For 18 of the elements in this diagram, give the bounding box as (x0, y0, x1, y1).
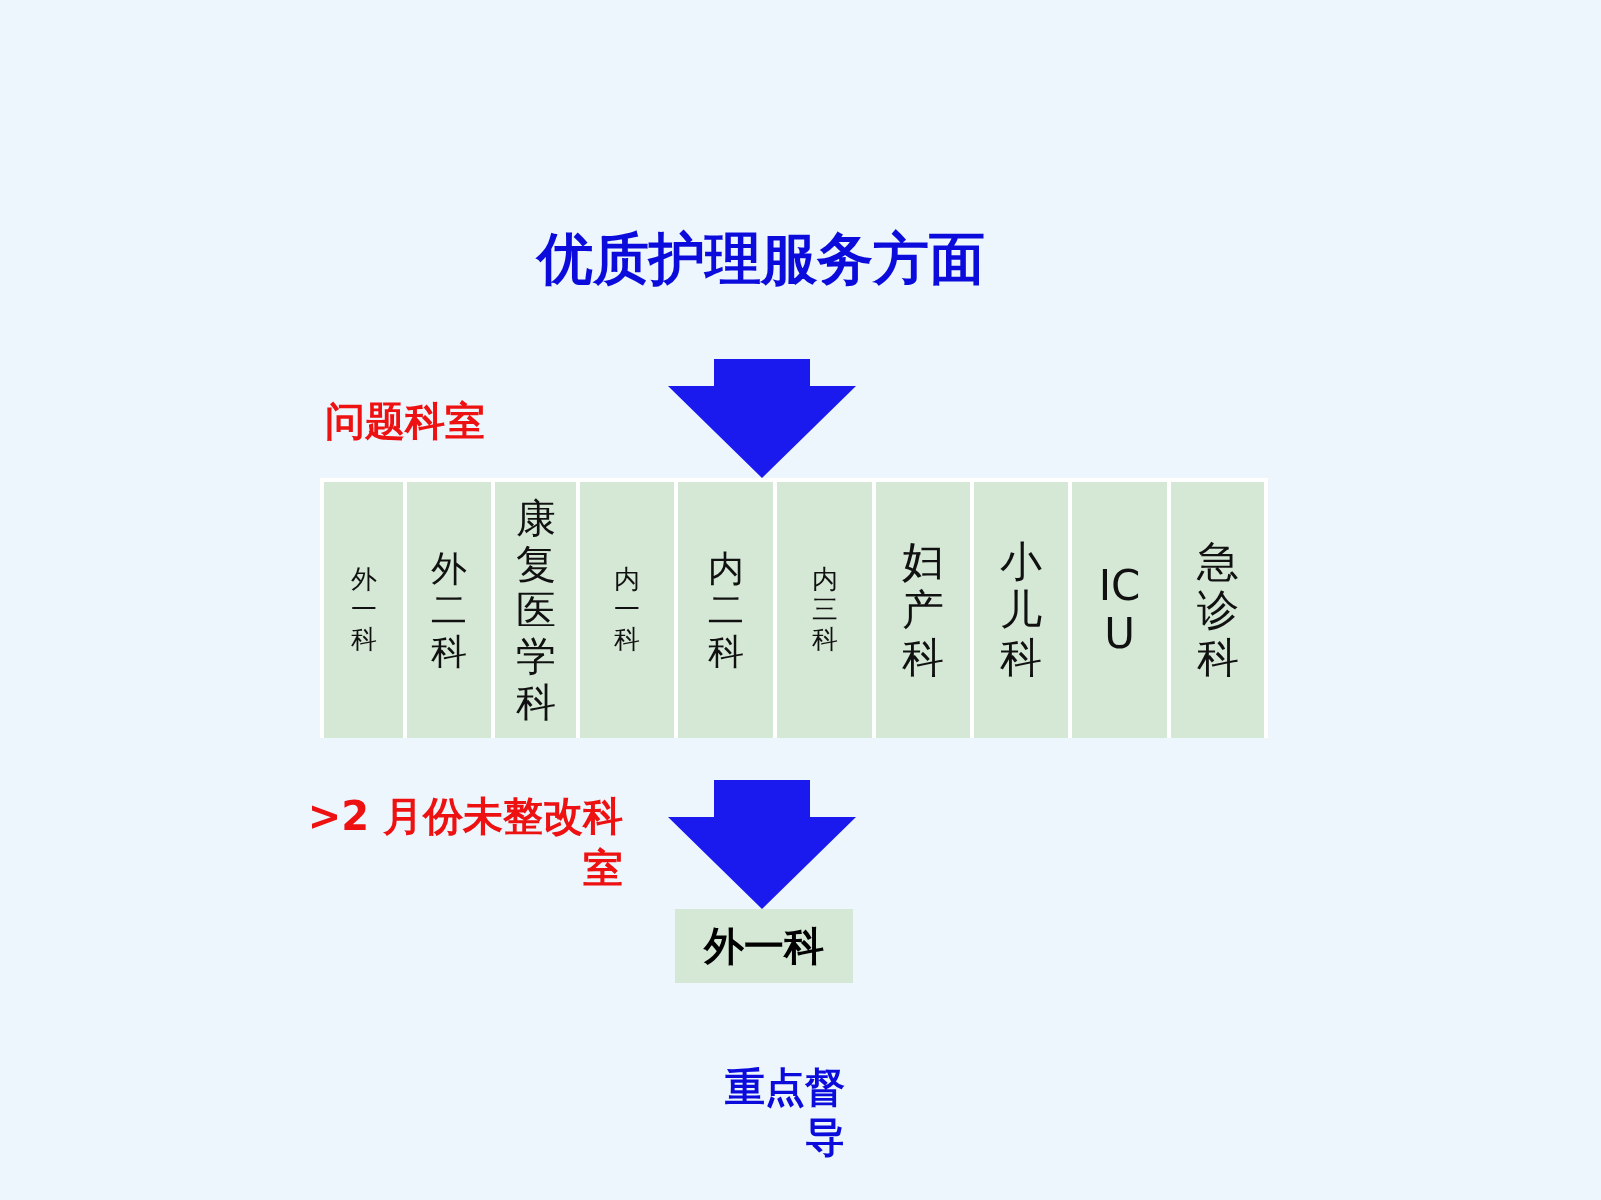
down-arrow (668, 359, 856, 478)
table-cell: 外一科 (324, 482, 403, 738)
department-box: 外一科 (675, 909, 853, 983)
down-arrow (668, 780, 856, 909)
table-cell: 妇产科 (876, 482, 970, 738)
table-cell: 内一科 (580, 482, 674, 738)
section-label: 问题科室 (325, 397, 486, 446)
section-label: >2 月份未整改科室 (306, 792, 623, 893)
note-text: 重点督导 (724, 1063, 845, 1162)
title: 优质护理服务方面 (534, 225, 986, 293)
table-cell: 急诊科 (1171, 482, 1264, 738)
table-cell: ICU (1072, 482, 1167, 738)
table-cell: 康复医学科 (495, 482, 576, 738)
table-cell: 内二科 (678, 482, 773, 738)
table-cell: 外二科 (407, 482, 491, 738)
table-cell: 内三科 (777, 482, 872, 738)
table-cell: 小儿科 (974, 482, 1068, 738)
department-table (320, 478, 1268, 738)
